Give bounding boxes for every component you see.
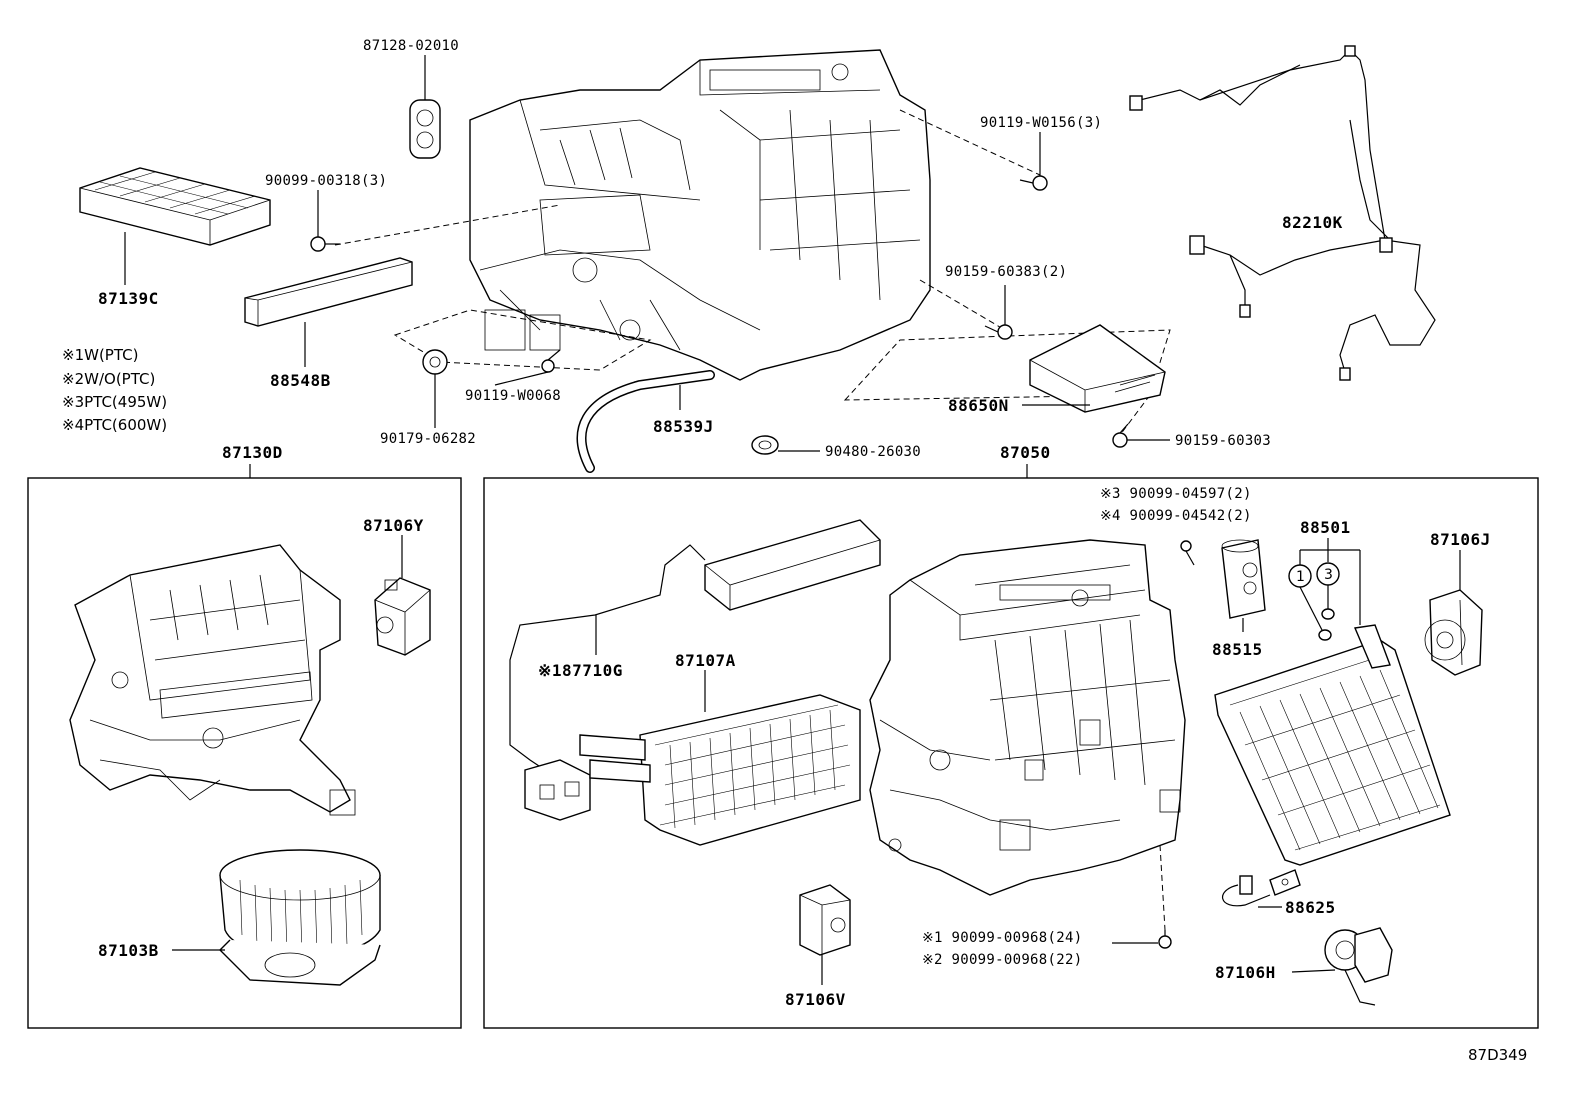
air-filter-part bbox=[79, 167, 271, 246]
grommet-part bbox=[409, 99, 441, 159]
label-90179-06282: 90179-06282 bbox=[380, 431, 476, 447]
label-90159-60303: 90159-60303 bbox=[1175, 433, 1271, 449]
amplifier-88650N bbox=[1029, 324, 1166, 413]
drain-hose-88539J bbox=[576, 370, 715, 473]
nut-06282 bbox=[422, 349, 448, 375]
note-1: ※1W(PTC) bbox=[62, 346, 138, 364]
label-87103B: 87103B bbox=[98, 941, 159, 960]
label-87130D: 87130D bbox=[222, 443, 283, 462]
servo-87106Y bbox=[374, 577, 431, 656]
bolt-w0156 bbox=[1019, 175, 1048, 191]
label-87128-02010: 87128-02010 bbox=[363, 38, 459, 54]
servo-87106J bbox=[1424, 589, 1483, 676]
ptc-heater-87710G bbox=[509, 519, 881, 821]
label-87106J: 87106J bbox=[1430, 530, 1491, 549]
sensor-88625 bbox=[1221, 869, 1301, 907]
servo-87106V bbox=[799, 884, 851, 956]
heater-core-87107A bbox=[579, 694, 861, 846]
screw-60303 bbox=[1112, 423, 1129, 448]
label-90119-W0068: 90119-W0068 bbox=[465, 388, 561, 404]
label-87710G: ※187710G bbox=[538, 661, 623, 680]
label-87106V: 87106V bbox=[785, 990, 846, 1009]
clip-26030 bbox=[751, 435, 779, 455]
box-87050 bbox=[483, 477, 1539, 1029]
circle-ref-1-text: 1 bbox=[1296, 569, 1305, 585]
diagram-reference-id: 87D349 bbox=[1468, 1046, 1527, 1064]
note-2: ※2W/O(PTC) bbox=[62, 370, 155, 388]
notes-legend: ※1W(PTC) ※2W/O(PTC) ※3PTC(495W) ※4PTC(60… bbox=[62, 346, 167, 434]
label-88539J: 88539J bbox=[653, 417, 714, 436]
label-90099-00968-22: ※2 90099-00968(22) bbox=[922, 952, 1082, 968]
note-4: ※4PTC(600W) bbox=[62, 416, 167, 434]
cover-88548B bbox=[244, 257, 413, 327]
label-90099-04597: ※3 90099-04597(2) bbox=[1100, 486, 1252, 502]
label-88625: 88625 bbox=[1285, 898, 1336, 917]
servo-87106H bbox=[1324, 927, 1393, 1006]
label-88548B: 88548B bbox=[270, 371, 331, 390]
box-87130D bbox=[27, 477, 462, 1029]
circle-ref-3-text: 3 bbox=[1324, 567, 1333, 583]
label-87106Y: 87106Y bbox=[363, 516, 424, 535]
evaporator-core bbox=[1214, 624, 1451, 866]
label-90099-00318: 90099-00318(3) bbox=[265, 173, 387, 189]
label-90099-04542: ※4 90099-04542(2) bbox=[1100, 508, 1252, 524]
label-90159-60383: 90159-60383(2) bbox=[945, 264, 1067, 280]
bolt-w0068 bbox=[541, 349, 561, 373]
label-88650N: 88650N bbox=[948, 396, 1009, 415]
label-88515: 88515 bbox=[1212, 640, 1263, 659]
o-ring-1 bbox=[1321, 608, 1335, 620]
label-87106H: 87106H bbox=[1215, 963, 1276, 982]
expansion-valve-88515 bbox=[1221, 539, 1266, 619]
label-90099-00968-24: ※1 90099-00968(24) bbox=[922, 930, 1082, 946]
label-88501: 88501 bbox=[1300, 518, 1351, 537]
wire-harness-82210K bbox=[1129, 45, 1436, 381]
note-3: ※3PTC(495W) bbox=[62, 393, 167, 411]
hvac-housing-87050 bbox=[869, 539, 1186, 896]
label-90119-W0156: 90119-W0156(3) bbox=[980, 115, 1102, 131]
bolt-00968 bbox=[1158, 930, 1172, 949]
label-87050: 87050 bbox=[1000, 443, 1051, 462]
blower-motor-87103B bbox=[219, 849, 381, 986]
screw-00318 bbox=[310, 236, 340, 252]
screw-04597 bbox=[1180, 540, 1195, 566]
blower-unit-87130D bbox=[69, 544, 356, 816]
label-87139C: 87139C bbox=[98, 289, 159, 308]
label-90480-26030: 90480-26030 bbox=[825, 444, 921, 460]
label-82210K: 82210K bbox=[1282, 213, 1343, 232]
o-ring-2 bbox=[1318, 629, 1332, 641]
label-87107A: 87107A bbox=[675, 651, 736, 670]
hvac-housing-top bbox=[469, 49, 931, 381]
